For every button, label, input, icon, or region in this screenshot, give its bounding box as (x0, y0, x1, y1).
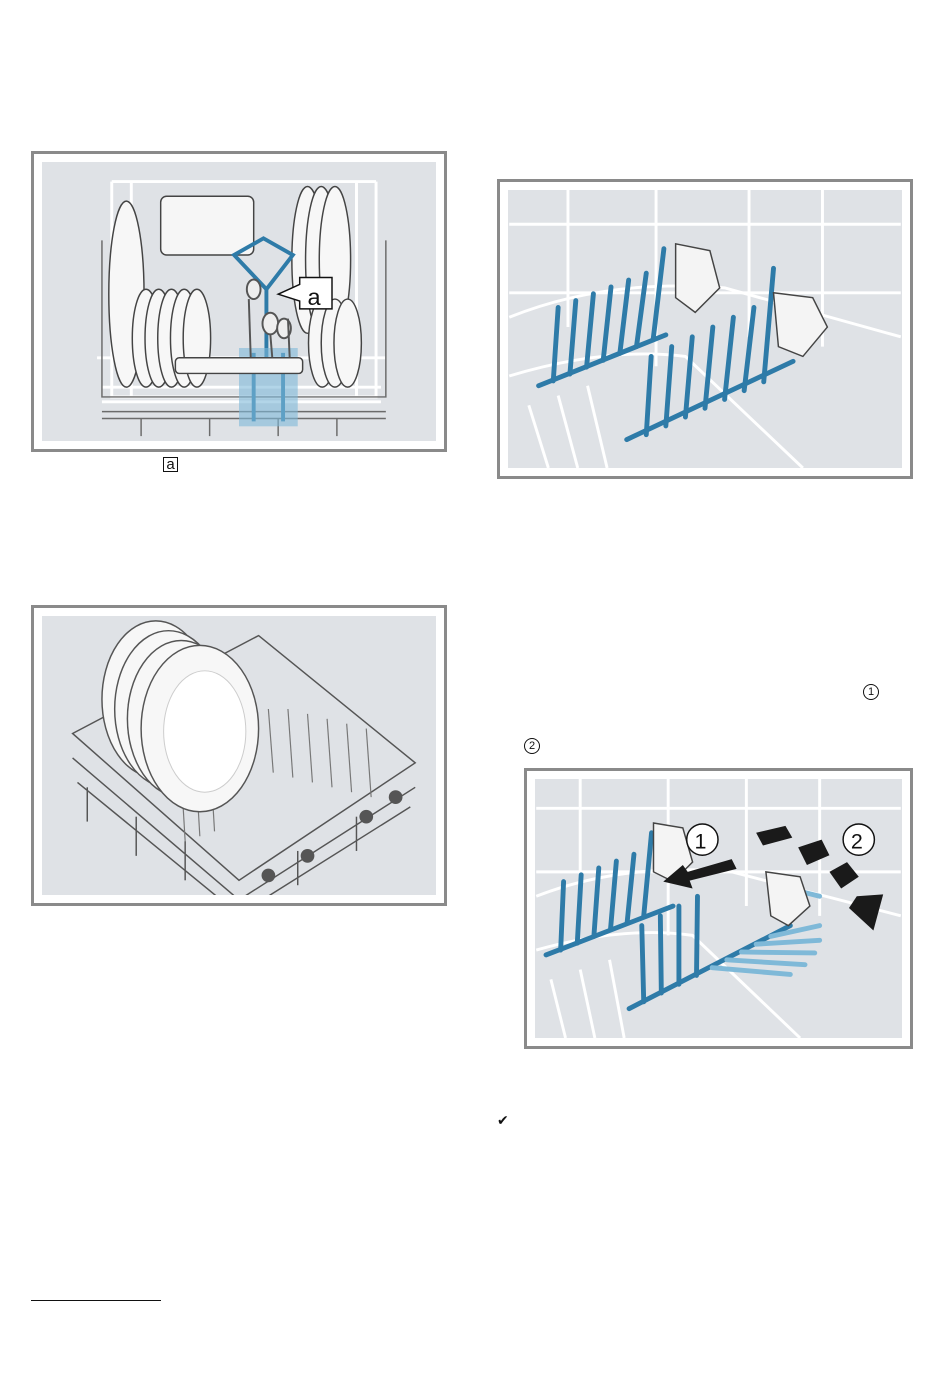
basket-cutlery-illustration: a (42, 162, 436, 441)
footnote-rule (31, 1300, 161, 1301)
legend-a-label: a (163, 457, 178, 472)
fig1-callout-label: a (308, 284, 322, 310)
figure-folding-racks: 1 2 (524, 768, 913, 1049)
step-2-marker: 2 (524, 738, 540, 754)
step-1-marker: 1 (863, 684, 879, 700)
plate-racks-illustration (508, 190, 902, 468)
basket-plates-illustration (42, 616, 436, 895)
figure-basket-cutlery: a (31, 151, 447, 452)
figure-basket-plates (31, 605, 447, 906)
check-icon: ✔ (497, 1113, 509, 1129)
figure-plate-racks (497, 179, 913, 479)
fig4-step2-label: 2 (851, 829, 863, 853)
folding-racks-illustration: 1 2 (535, 779, 902, 1038)
fig4-step1-label: 1 (695, 829, 707, 853)
